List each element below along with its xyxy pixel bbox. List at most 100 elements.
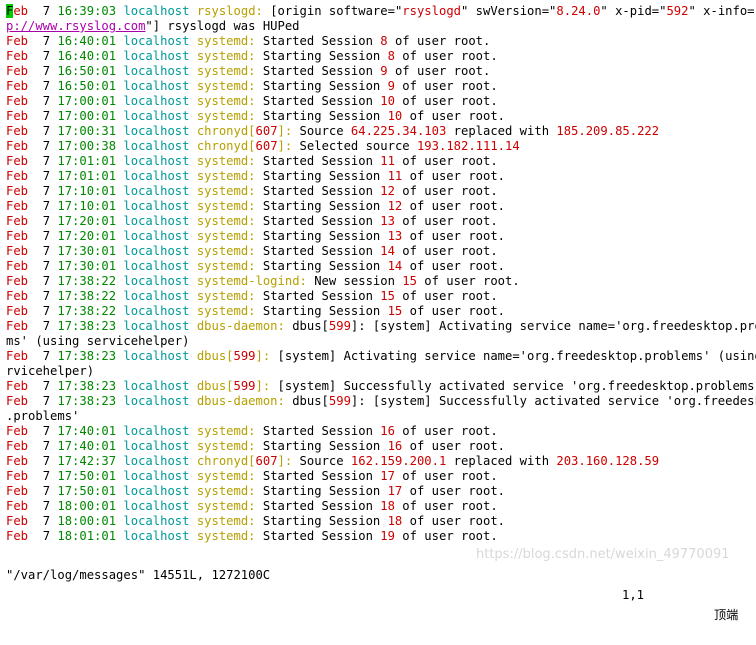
log-segment-day: 7: [28, 469, 58, 483]
log-line[interactable]: Feb 7 17:38:22 localhost systemd-logind:…: [6, 274, 756, 289]
log-segment-text: Started Session: [255, 154, 381, 168]
log-segment-text: Started Session: [255, 94, 381, 108]
log-segment-num: 599: [328, 319, 351, 333]
log-segment-num: 13: [380, 214, 395, 228]
log-segment-text: ]: [system] Successfully activated servi…: [350, 394, 756, 408]
log-line[interactable]: Feb 7 17:50:01 localhost systemd: Starti…: [6, 484, 756, 499]
log-segment-day: 7: [28, 244, 58, 258]
log-segment-num: 19: [380, 529, 395, 543]
log-line[interactable]: Feb 7 17:01:01 localhost systemd: Starte…: [6, 154, 756, 169]
log-segment-host: localhost: [123, 349, 190, 363]
log-line[interactable]: Feb 7 17:00:01 localhost systemd: Starte…: [6, 94, 756, 109]
log-segment-text: of user root.: [394, 529, 498, 543]
log-line[interactable]: Feb 7 17:38:23 localhost dbus-daemon: db…: [6, 319, 756, 334]
log-segment-proc: systemd:: [196, 79, 256, 93]
log-line[interactable]: Feb 7 17:10:01 localhost systemd: Starti…: [6, 199, 756, 214]
log-segment-month: Feb: [6, 214, 29, 228]
log-line[interactable]: Feb 7 18:01:01 localhost systemd: Starte…: [6, 529, 756, 544]
log-segment-time: 17:42:37: [57, 454, 117, 468]
log-segment-time: 17:38:23: [57, 349, 117, 363]
log-segment-text: Starting Session: [255, 439, 388, 453]
log-segment-proc: systemd:: [196, 514, 256, 528]
log-line[interactable]: Feb 7 17:38:23 localhost dbus[599]: [sys…: [6, 349, 756, 364]
log-segment-text: [189, 49, 196, 63]
log-line[interactable]: ms' (using servicehelper): [6, 334, 756, 349]
log-line[interactable]: Feb 7 17:20:01 localhost systemd: Starte…: [6, 214, 756, 229]
log-segment-host: localhost: [123, 304, 190, 318]
log-line[interactable]: Feb 7 16:39:03 localhost rsyslogd: [orig…: [6, 4, 756, 19]
log-line[interactable]: Feb 7 17:00:01 localhost systemd: Starti…: [6, 109, 756, 124]
log-segment-host: localhost: [123, 124, 190, 138]
log-segment-text: of user root.: [402, 169, 506, 183]
log-segment-month: Feb: [6, 64, 29, 78]
log-line[interactable]: Feb 7 17:38:23 localhost dbus-daemon: db…: [6, 394, 756, 409]
log-line[interactable]: Feb 7 17:40:01 localhost systemd: Starti…: [6, 439, 756, 454]
log-segment-text: of user root.: [387, 34, 491, 48]
log-line[interactable]: Feb 7 17:40:01 localhost systemd: Starte…: [6, 424, 756, 439]
log-line[interactable]: Feb 7 17:20:01 localhost systemd: Starti…: [6, 229, 756, 244]
log-segment-month: Feb: [6, 499, 29, 513]
log-segment-day: 7: [28, 214, 58, 228]
vim-terminal-window[interactable]: Feb 7 16:39:03 localhost rsyslogd: [orig…: [0, 4, 756, 622]
log-segment-month: Feb: [6, 184, 29, 198]
log-segment-host: localhost: [123, 259, 190, 273]
log-segment-time: 18:00:01: [57, 499, 117, 513]
log-segment-time: 17:38:22: [57, 289, 117, 303]
log-segment-text: of user root.: [394, 79, 498, 93]
log-line[interactable]: Feb 7 17:00:38 localhost chronyd[607]: S…: [6, 139, 756, 154]
log-segment-text: [189, 349, 196, 363]
log-segment-time: 17:00:31: [57, 124, 117, 138]
log-line[interactable]: Feb 7 17:30:01 localhost systemd: Starti…: [6, 259, 756, 274]
log-line[interactable]: Feb 7 16:50:01 localhost systemd: Starte…: [6, 64, 756, 79]
log-segment-month: Feb: [6, 439, 29, 453]
log-segment-time: 17:38:23: [57, 379, 117, 393]
log-segment-day: 7: [28, 139, 58, 153]
log-segment-day: 7: [28, 109, 58, 123]
log-segment-time: 17:40:01: [57, 424, 117, 438]
status-file-info: "/var/log/messages" 14551L, 1272100C: [6, 568, 271, 582]
log-line[interactable]: Feb 7 17:10:01 localhost systemd: Starte…: [6, 184, 756, 199]
log-segment-proc: rsyslogd:: [196, 4, 263, 18]
log-segment-text: of user root.: [394, 289, 498, 303]
log-line[interactable]: Feb 7 17:38:22 localhost systemd: Starte…: [6, 289, 756, 304]
log-segment-day: 7: [28, 499, 58, 513]
log-segment-text: of user root.: [394, 499, 498, 513]
log-line[interactable]: p://www.rsyslog.com"] rsyslogd was HUPed: [6, 19, 756, 34]
log-line[interactable]: Feb 7 17:38:22 localhost systemd: Starti…: [6, 304, 756, 319]
log-segment-text: Started Session: [255, 289, 381, 303]
log-segment-day: 7: [28, 49, 58, 63]
log-line[interactable]: .problems': [6, 409, 756, 424]
log-line[interactable]: Feb 7 18:00:01 localhost systemd: Starti…: [6, 514, 756, 529]
log-segment-text: of user root.: [394, 94, 498, 108]
log-line[interactable]: Feb 7 16:40:01 localhost systemd: Starti…: [6, 49, 756, 64]
log-line[interactable]: Feb 7 16:50:01 localhost systemd: Starti…: [6, 79, 756, 94]
log-segment-text: [189, 79, 196, 93]
log-buffer[interactable]: Feb 7 16:39:03 localhost rsyslogd: [orig…: [0, 4, 756, 544]
log-line[interactable]: Feb 7 17:01:01 localhost systemd: Starti…: [6, 169, 756, 184]
log-segment-time: 17:38:22: [57, 274, 117, 288]
log-line[interactable]: rvicehelper): [6, 364, 756, 379]
log-segment-text: of user root.: [394, 154, 498, 168]
log-line[interactable]: Feb 7 17:30:01 localhost systemd: Starte…: [6, 244, 756, 259]
log-segment-time: 17:01:01: [57, 169, 117, 183]
log-line[interactable]: Feb 7 17:38:23 localhost dbus[599]: [sys…: [6, 379, 756, 394]
log-line[interactable]: Feb 7 17:00:31 localhost chronyd[607]: S…: [6, 124, 756, 139]
log-line[interactable]: Feb 7 17:42:37 localhost chronyd[607]: S…: [6, 454, 756, 469]
log-line[interactable]: Feb 7 16:40:01 localhost systemd: Starte…: [6, 34, 756, 49]
log-line[interactable]: Feb 7 18:00:01 localhost systemd: Starte…: [6, 499, 756, 514]
log-segment-text: Selected source: [292, 139, 417, 153]
log-segment-month: Feb: [6, 124, 29, 138]
log-segment-pid: 607: [255, 454, 278, 468]
log-segment-num: 15: [387, 304, 403, 318]
log-segment-num: 9: [380, 64, 388, 78]
log-segment-text: [189, 454, 196, 468]
log-segment-time: 17:20:01: [57, 229, 117, 243]
log-segment-proc: ]:: [277, 454, 293, 468]
log-segment-host: localhost: [123, 274, 190, 288]
log-segment-text: [189, 184, 196, 198]
log-segment-text: [189, 199, 196, 213]
log-segment-text: Starting Session: [255, 484, 388, 498]
log-segment-text: [system] Successfully activated service …: [270, 379, 756, 393]
log-segment-day: 7: [28, 439, 58, 453]
log-line[interactable]: Feb 7 17:50:01 localhost systemd: Starte…: [6, 469, 756, 484]
